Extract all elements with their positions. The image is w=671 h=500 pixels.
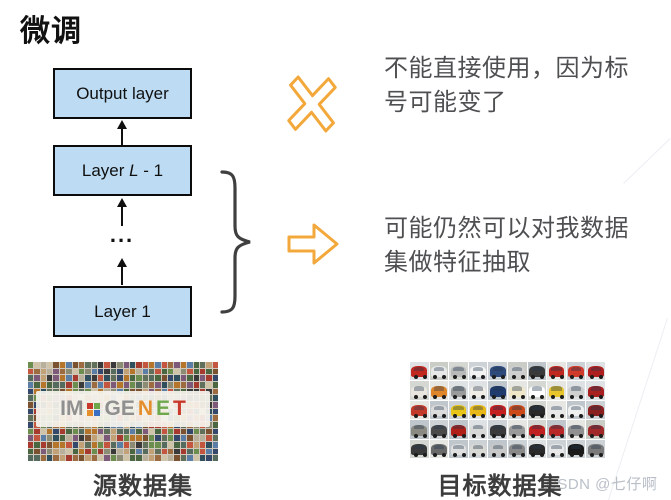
arrow-head bbox=[117, 120, 127, 129]
arrow-shaft bbox=[121, 265, 123, 285]
logo-dot-squares-icon bbox=[87, 402, 101, 416]
cross-note-text: 不能直接使用，因为标号可能变了 bbox=[384, 55, 629, 116]
up-arrow-icon bbox=[116, 120, 128, 145]
logo-square-orange bbox=[87, 409, 94, 416]
layer-l-minus-1-box: Layer L - 1 bbox=[53, 145, 192, 196]
arrow-head bbox=[117, 198, 127, 207]
cars-grid bbox=[410, 362, 605, 458]
logo-square-green bbox=[94, 402, 101, 409]
arrow-shaft bbox=[121, 205, 123, 226]
target-dataset-label: 目标数据集 bbox=[437, 473, 563, 500]
output-layer-box: Output layer bbox=[53, 68, 192, 119]
csdn-watermark: CSDN @七仔啊 bbox=[546, 476, 658, 493]
arrow-note-text: 可能仍然可以对我数据集做特征抽取 bbox=[384, 215, 629, 276]
arrow-head bbox=[117, 258, 127, 267]
logo-square-red bbox=[87, 402, 94, 409]
layer-1-box: Layer 1 bbox=[53, 286, 192, 337]
layer-l-minus-1-label: Layer L - 1 bbox=[81, 160, 164, 180]
ellipsis-dots: ... bbox=[109, 222, 135, 247]
up-arrow-icon bbox=[116, 258, 128, 285]
logo-ge: GE bbox=[104, 397, 135, 421]
right-block-arrow-icon bbox=[287, 223, 339, 265]
arrow-shaft bbox=[121, 127, 123, 145]
logo-e: E bbox=[156, 397, 171, 421]
cross-x-icon bbox=[287, 75, 337, 133]
logo-square-blue bbox=[94, 409, 101, 416]
source-dataset-label: 源数据集 bbox=[93, 473, 193, 500]
watermark-diagonal-line bbox=[623, 138, 671, 184]
output-layer-label: Output layer bbox=[76, 83, 169, 103]
logo-n: N bbox=[137, 397, 153, 421]
page-title: 微调 bbox=[20, 15, 82, 48]
logo-t: T bbox=[173, 397, 186, 421]
layer-1-label: Layer 1 bbox=[94, 301, 151, 321]
cars-image bbox=[410, 362, 605, 458]
logo-im: IM bbox=[60, 397, 84, 421]
up-arrow-icon bbox=[116, 198, 128, 226]
curly-brace-icon bbox=[220, 170, 251, 314]
